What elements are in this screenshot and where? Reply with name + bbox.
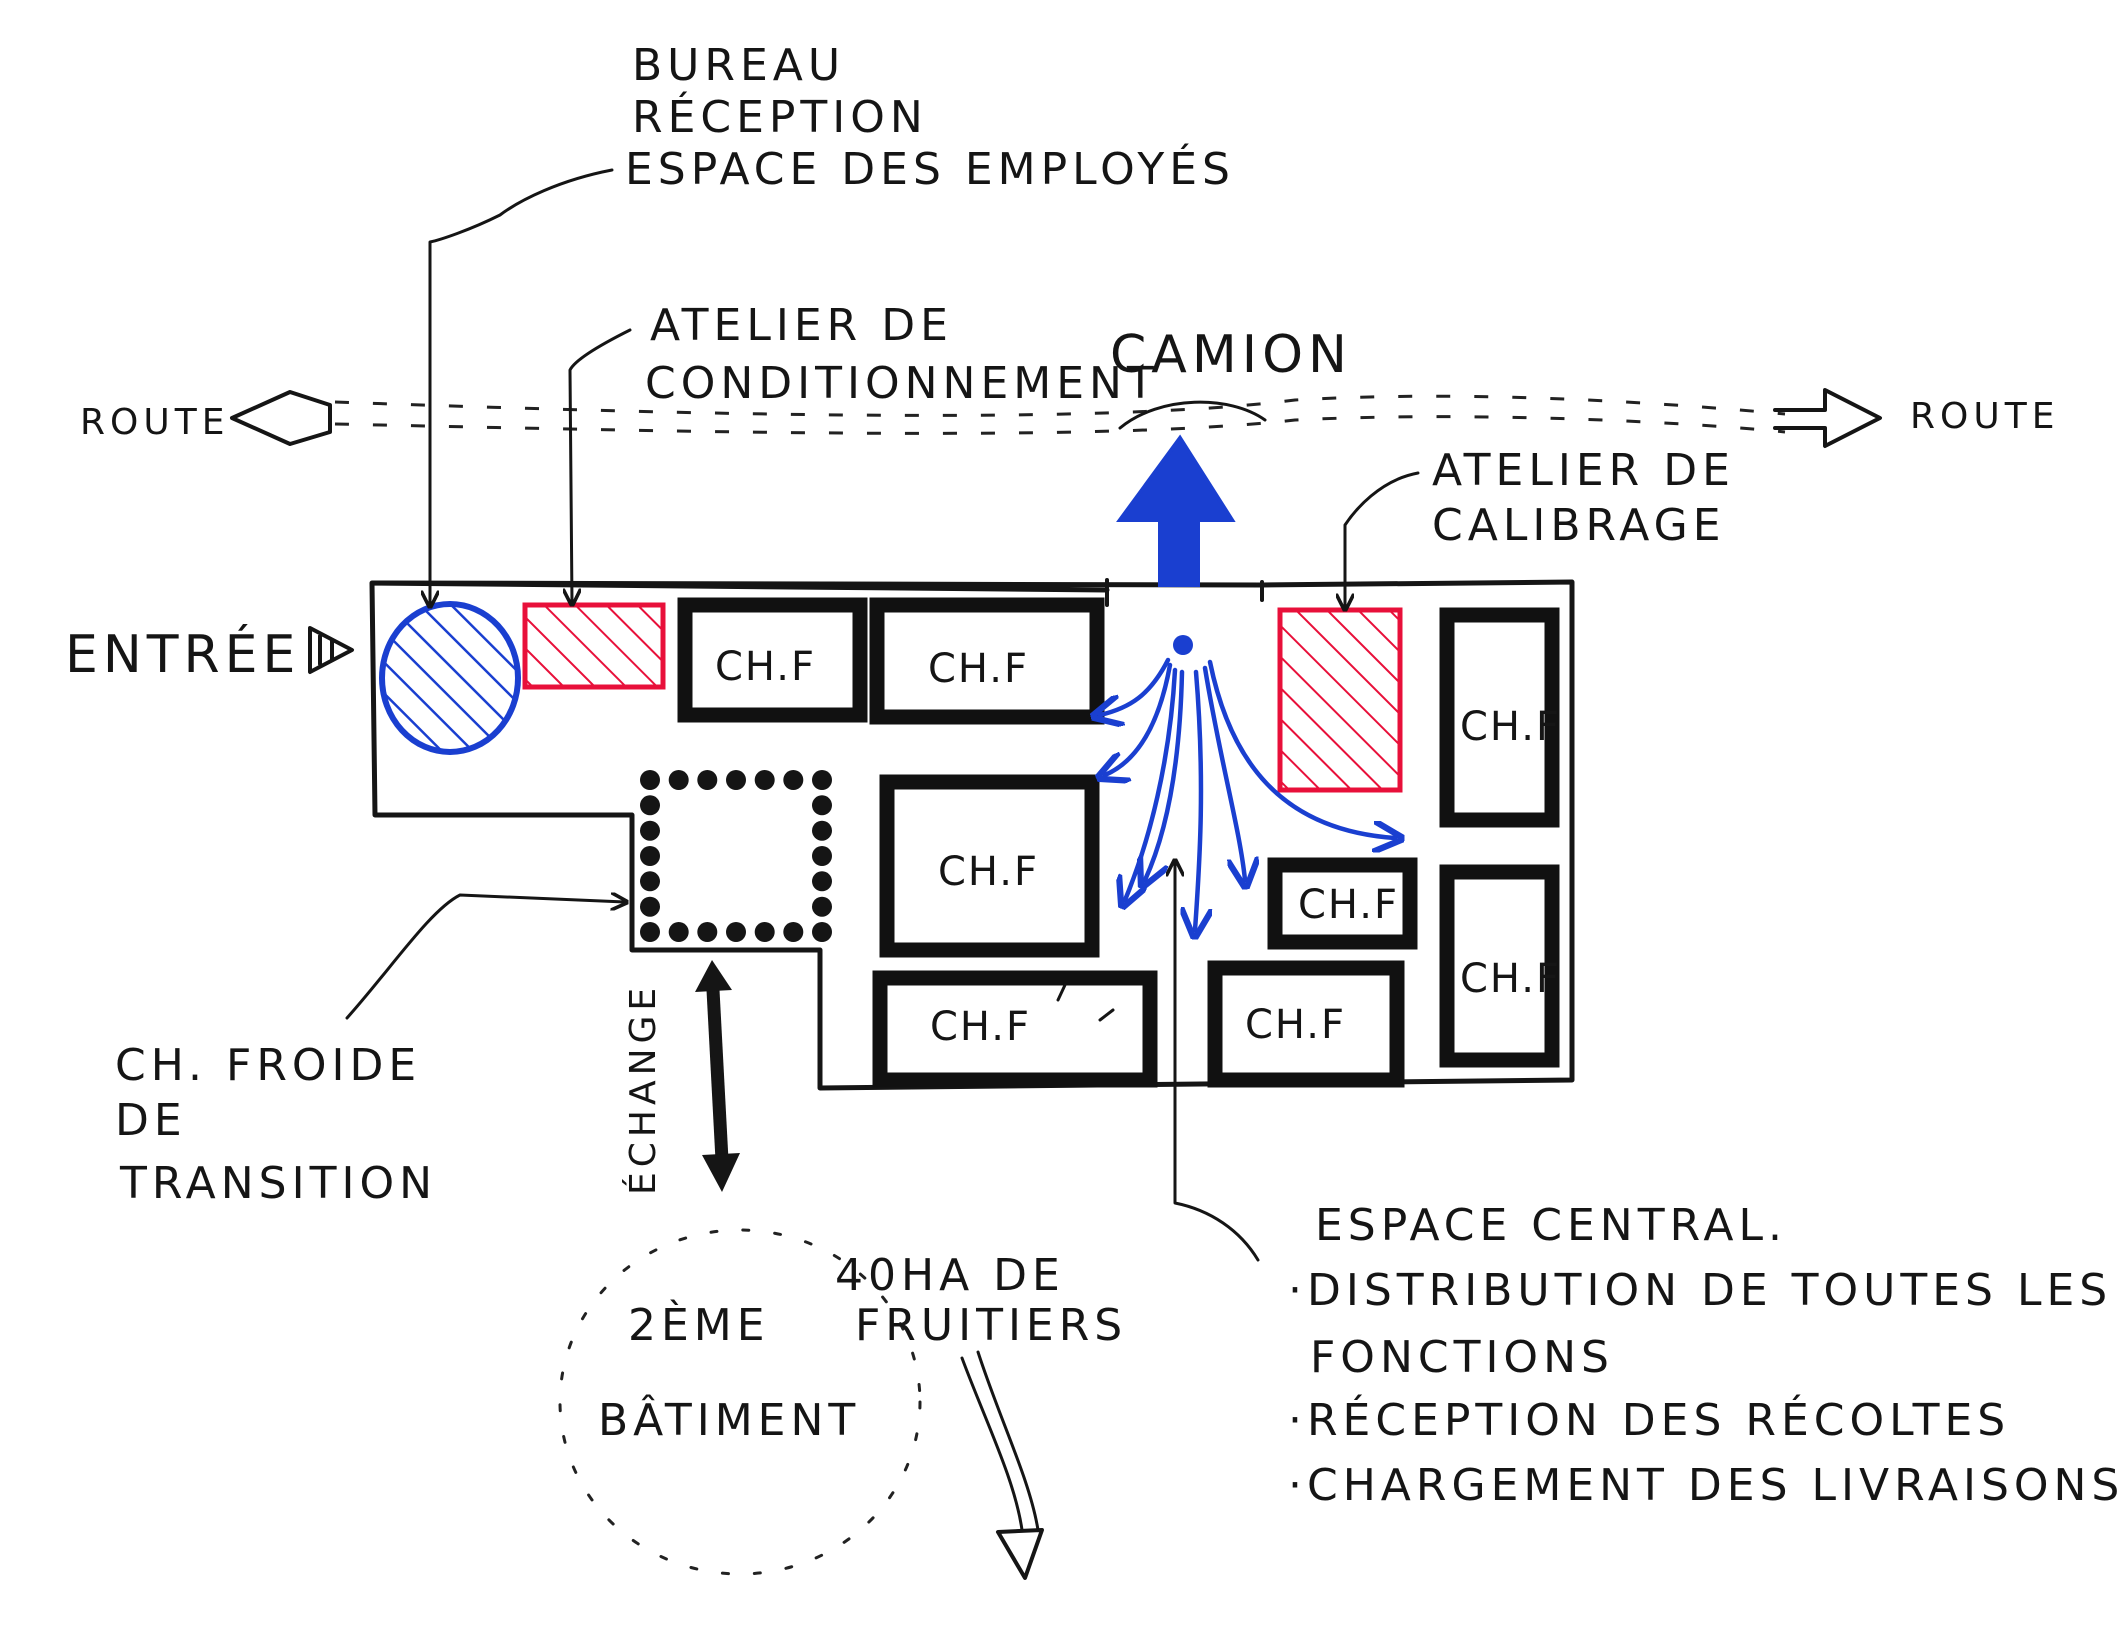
room-3: CH.F (1439, 607, 1561, 828)
label-entree: ENTRÉE (65, 624, 354, 685)
label-second-building-line2: BÂTIMENT (598, 1393, 860, 1446)
central-flow (1100, 635, 1395, 930)
room-label: CH.F (1460, 956, 1561, 1002)
leader-espace-central (1175, 862, 1260, 1262)
truck-arrow-icon (1116, 434, 1236, 587)
leader-atelier-cond (570, 328, 632, 603)
label-ch-froide-line3: TRANSITION (119, 1158, 437, 1209)
transition-room-dot (726, 922, 746, 942)
entree-arrow-icon (308, 626, 354, 674)
room-8: CH.F (1207, 960, 1405, 1088)
transition-room-dot (812, 770, 832, 790)
label-route-right: ROUTE (1910, 396, 2059, 437)
transition-room-dot (812, 795, 832, 816)
label-echange: ÉCHANGE (622, 983, 664, 1195)
label-fruitiers-line2: FRUITIERS (855, 1300, 1127, 1351)
label-espace-central: ESPACE CENTRAL. ·DISTRIBUTION DE TOUTES … (1288, 1200, 2120, 1511)
label-camion: CAMION (1110, 325, 1352, 385)
transition-room-dot (812, 820, 832, 841)
label-fruitiers-line1: 40HA DE (835, 1250, 1065, 1301)
label-atelier-calib-line2: CALIBRAGE (1432, 500, 1726, 551)
label-fruitiers: 40HA DE FRUITIERS (835, 1250, 1127, 1351)
transition-room-dot (640, 896, 660, 917)
transition-room-dot (640, 871, 660, 892)
ch-froide-transition-zone (640, 770, 832, 942)
label-atelier-cond-line2: CONDITIONNEMENT (645, 358, 1159, 409)
room-label: CH.F (930, 1004, 1031, 1050)
road-arrow-right-icon (1773, 388, 1882, 448)
label-espace-central-line1: ESPACE CENTRAL. (1315, 1200, 1787, 1251)
room-5: CH.F (1267, 857, 1418, 950)
transition-room-dot (640, 770, 660, 790)
exchange-arrow-icon (695, 960, 740, 1192)
transition-room-dot (812, 846, 832, 866)
transition-room-dot (754, 922, 775, 942)
label-bureau-line1: BUREAU (632, 40, 845, 91)
transition-room-dot (812, 922, 832, 942)
central-node (1173, 635, 1193, 655)
label-atelier-cond-line1: ATELIER DE (650, 300, 953, 351)
room-label: CH.F (1298, 882, 1399, 928)
transition-room-dot (640, 820, 660, 841)
leader-atelier-calib (1345, 471, 1420, 608)
label-second-building-line1: 2ÈME (628, 1298, 770, 1351)
label-espace-central-line3: FONCTIONS (1310, 1332, 1614, 1383)
transition-room-dot (812, 871, 832, 892)
label-ch-froide-line2: DE (115, 1095, 187, 1146)
transition-room-dot (812, 896, 832, 917)
label-second-building: 2ÈME BÂTIMENT (598, 1298, 860, 1446)
room-label: CH.F (1245, 1002, 1346, 1048)
label-bureau-line2: RÉCEPTION (632, 90, 928, 143)
room-6: CH.F (1439, 864, 1561, 1068)
transition-room-dot (726, 770, 746, 790)
second-building-zone (558, 1228, 922, 1576)
road (230, 388, 1882, 448)
room-1: CH.F (677, 597, 868, 723)
transition-room-dot (640, 922, 660, 942)
room-label: CH.F (715, 644, 816, 690)
room-2: CH.F (869, 597, 1105, 725)
label-atelier-calib: ATELIER DE CALIBRAGE (1432, 445, 1735, 551)
label-espace-central-line2: ·DISTRIBUTION DE TOUTES LES (1288, 1265, 2112, 1316)
atelier-calibrage-zone (1277, 607, 1403, 793)
transition-room-dot (668, 922, 689, 942)
bureau-zone (379, 601, 521, 755)
room-4: CH.F (879, 774, 1100, 958)
room-label: CH.F (938, 849, 1039, 895)
transition-room-dot (640, 795, 660, 816)
room-label: CH.F (1460, 704, 1561, 750)
orchard-arrow-icon (960, 1350, 1044, 1580)
label-espace-central-line4: ·RÉCEPTION DES RÉCOLTES (1288, 1393, 2010, 1446)
label-ch-froide-transition: CH. FROIDE DE TRANSITION (115, 1040, 437, 1209)
transition-room-dot (697, 922, 718, 942)
transition-room-dot (754, 770, 775, 790)
transition-room-dot (783, 770, 804, 790)
building-outline (369, 579, 1575, 1091)
label-espace-central-line5: ·CHARGEMENT DES LIVRAISONS (1288, 1460, 2120, 1511)
room-label: CH.F (928, 646, 1029, 692)
label-entree-text: ENTRÉE (65, 624, 300, 685)
leader-ch-froide (345, 895, 625, 1020)
transition-room-dot (783, 922, 804, 942)
atelier-conditionnement-zone (522, 602, 666, 690)
label-atelier-cond: ATELIER DE CONDITIONNEMENT (645, 300, 1159, 409)
label-route-left: ROUTE (80, 402, 229, 443)
room-7: CH.F (872, 970, 1158, 1088)
transition-room-dot (697, 770, 718, 790)
transition-room-dot (668, 770, 689, 790)
label-bureau: BUREAU RÉCEPTION ESPACE DES EMPLOYÉS (625, 40, 1235, 195)
leader-bureau (430, 168, 614, 605)
road-arrow-left-icon (230, 390, 332, 446)
label-bureau-line3: ESPACE DES EMPLOYÉS (625, 142, 1235, 195)
label-ch-froide-line1: CH. FROIDE (115, 1040, 421, 1091)
label-atelier-calib-line1: ATELIER DE (1432, 445, 1735, 496)
transition-room-dot (640, 846, 660, 866)
